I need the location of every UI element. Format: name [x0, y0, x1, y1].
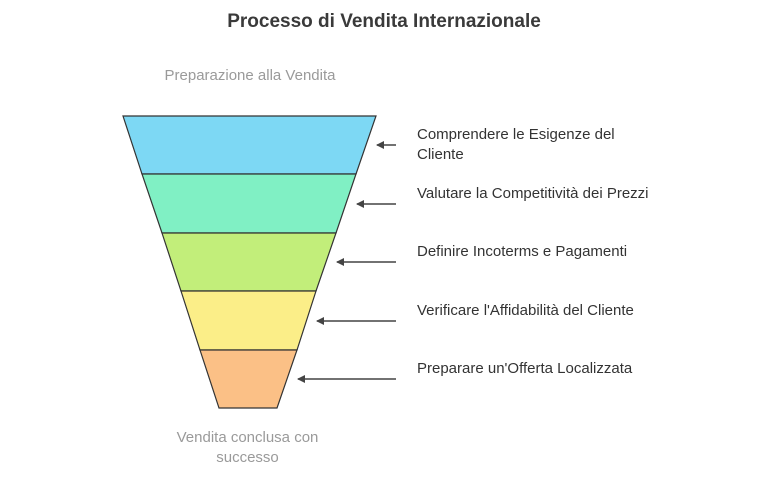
funnel-bottom-label: Vendita conclusa con successo — [176, 429, 319, 466]
step-label-5: Preparare un'Offerta Localizzata — [417, 360, 633, 377]
step-label-1: Comprendere le Esigenze del Cliente — [417, 126, 615, 163]
funnel-layer-4 — [180, 290, 317, 351]
funnel-layer-1 — [122, 115, 377, 175]
step-label-3: Definire Incoterms e Pagamenti — [417, 243, 628, 260]
diagram-title: Processo di Vendita Internazionale — [227, 11, 541, 32]
funnel-layer-2 — [141, 173, 357, 234]
funnel-layer-3 — [161, 232, 337, 292]
funnel-layer-5 — [199, 349, 298, 409]
step-label-2: Valutare la Competitività dei Prezzi — [417, 185, 649, 202]
step-label-4: Verificare l'Affidabilità del Cliente — [417, 302, 634, 319]
funnel-top-label: Preparazione alla Vendita — [164, 67, 336, 84]
